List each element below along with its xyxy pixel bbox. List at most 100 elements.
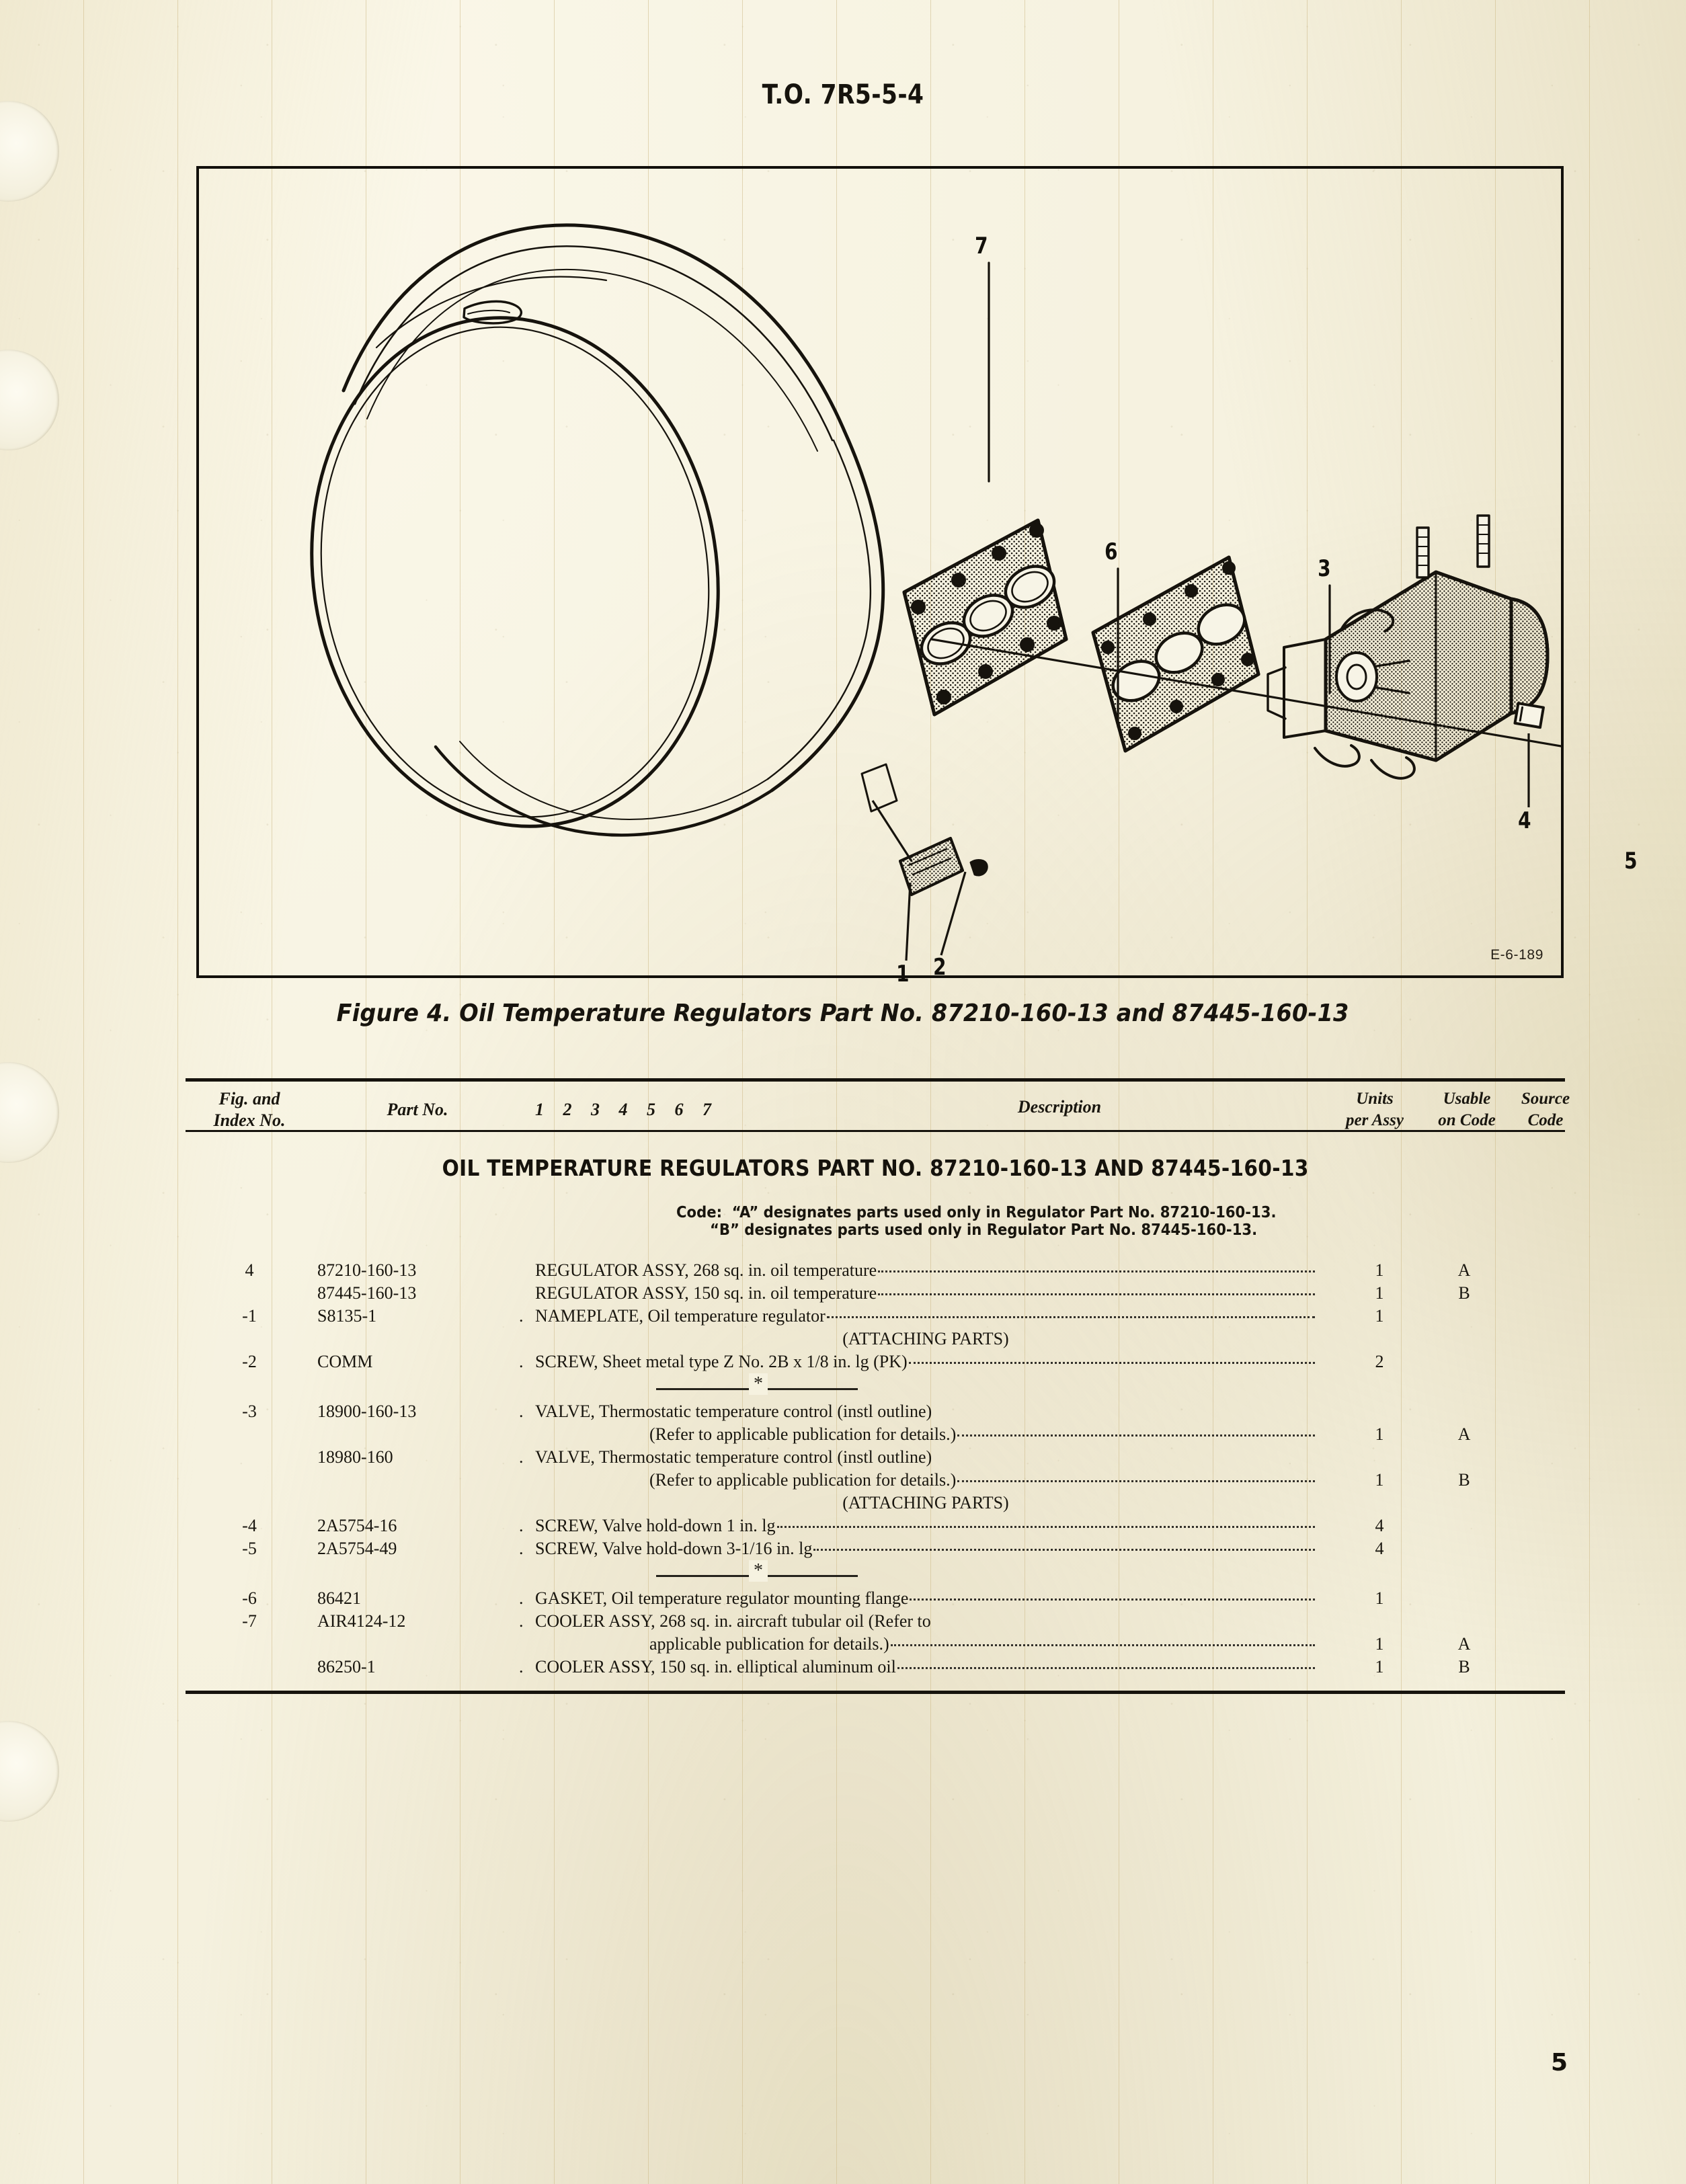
description-text: GASKET, Oil temperature regulator mounti… xyxy=(535,1588,909,1608)
document-number: T.O. 7R5-5-4 xyxy=(762,79,924,110)
column-header-indent-numbers: 1 2 3 4 5 6 7 xyxy=(535,1100,719,1119)
column-header-part-no: Part No. xyxy=(387,1100,448,1119)
separator-asterisk: * xyxy=(749,1373,768,1395)
cell-units-per-assy: 1 xyxy=(1375,1260,1384,1280)
cell-part-number: 86421 xyxy=(317,1588,361,1608)
cell-description: (Refer to applicable publication for det… xyxy=(535,1470,1316,1490)
table-row: -6 86421. GASKET, Oil temperature regulato… xyxy=(186,1588,1565,1611)
dot-leader xyxy=(776,1526,1315,1528)
figure-drawing-code: E-6-189 xyxy=(1490,947,1543,963)
indent-dot: . xyxy=(519,1611,524,1631)
cell-units-per-assy: 2 xyxy=(1375,1352,1384,1371)
indent-dot: . xyxy=(519,1657,524,1676)
dot-leader xyxy=(897,1667,1315,1669)
dot-leader xyxy=(908,1362,1315,1364)
cell-usable-on-code: B xyxy=(1458,1283,1470,1303)
cell-units-per-assy: 1 xyxy=(1375,1657,1384,1676)
separator-asterisk: * xyxy=(749,1560,768,1582)
cell-usable-on-code: B xyxy=(1458,1657,1470,1676)
cell-fig-index: -4 xyxy=(242,1516,257,1535)
table-row: (Refer to applicable publication for det… xyxy=(186,1470,1565,1493)
description-text: NAMEPLATE, Oil temperature regulator xyxy=(535,1306,826,1326)
cell-fig-index: -6 xyxy=(242,1588,257,1608)
figure-callout-6: 6 xyxy=(1105,538,1118,565)
indent-dot: . xyxy=(519,1352,524,1371)
parts-group-title: OIL TEMPERATURE REGULATORS PART NO. 8721… xyxy=(186,1132,1565,1186)
description-text: SCREW, Valve hold-down 1 in. lg xyxy=(535,1516,776,1535)
dot-leader xyxy=(813,1549,1315,1551)
cell-usable-on-code: A xyxy=(1457,1260,1471,1280)
indent-dot: . xyxy=(519,1402,524,1421)
cell-part-number: COMM xyxy=(317,1352,373,1371)
cell-fig-index: -3 xyxy=(242,1402,257,1421)
cell-part-number: 87445-160-13 xyxy=(317,1283,417,1303)
cell-description: (Refer to applicable publication for det… xyxy=(535,1424,1316,1445)
cell-description: . GASKET, Oil temperature regulator mount… xyxy=(519,1588,1316,1609)
cell-part-number: 18980-160 xyxy=(317,1447,393,1467)
column-header-description: Description xyxy=(1017,1097,1102,1117)
cell-units-per-assy: 1 xyxy=(1375,1283,1384,1303)
cell-units-per-assy: 1 xyxy=(1375,1306,1384,1326)
indent-dot: . xyxy=(519,1539,524,1558)
indent-dot: . xyxy=(519,1447,524,1467)
figure-illustration-box: 7 6 3 5 4 1 2 E-6-189 xyxy=(196,166,1638,987)
cell-description: REGULATOR ASSY, 268 sq. in. oil temperat… xyxy=(535,1260,1316,1281)
cell-units-per-assy: 1 xyxy=(1375,1470,1384,1490)
dot-leader xyxy=(878,1270,1315,1272)
cell-description: .COOLER ASSY, 268 sq. in. aircraft tubul… xyxy=(519,1611,1316,1631)
description-text: REGULATOR ASSY, 268 sq. in. oil temperat… xyxy=(535,1260,877,1280)
cell-description: .VALVE, Thermostatic temperature control… xyxy=(519,1402,1316,1422)
table-header-rule xyxy=(186,1130,1565,1132)
page-number: 5 xyxy=(1550,2049,1568,2076)
cell-fig-index: -1 xyxy=(242,1306,257,1326)
attaching-parts-text: (ATTACHING PARTS) xyxy=(842,1493,1009,1512)
dot-leader xyxy=(957,1434,1315,1437)
figure-caption-text: Figure 4. Oil Temperature Regulators Par… xyxy=(337,1000,1349,1027)
dot-leader xyxy=(878,1293,1315,1295)
cell-description: . SCREW, Valve hold-down 1 in. lg xyxy=(519,1516,1316,1536)
attaching-parts-text: (ATTACHING PARTS) xyxy=(842,1329,1009,1348)
indent-dot: . xyxy=(519,1306,524,1326)
cell-units-per-assy: 4 xyxy=(1375,1516,1384,1535)
cell-description: .VALVE, Thermostatic temperature control… xyxy=(519,1447,1316,1467)
figure-callout-1: 1 xyxy=(896,961,910,987)
description-text: COOLER ASSY, 150 sq. in. elliptical alum… xyxy=(535,1657,896,1676)
cell-part-number: 2A5754-16 xyxy=(317,1516,397,1535)
cell-units-per-assy: 1 xyxy=(1375,1634,1384,1654)
column-header-usable-on-code: Usable on Code xyxy=(1438,1090,1496,1129)
column-header-units-per-assy: Units per Assy xyxy=(1346,1090,1404,1129)
cell-description: applicable publication for details.) xyxy=(535,1634,1316,1654)
exploded-view-drawing xyxy=(310,223,1561,961)
code-legend: Code: “A” designates parts used only in … xyxy=(186,1186,1565,1250)
table-row: 87445-160-13 REGULATOR ASSY, 150 sq. in. … xyxy=(186,1283,1565,1306)
cell-fig-index: -7 xyxy=(242,1611,257,1631)
cell-units-per-assy: 1 xyxy=(1375,1588,1384,1608)
description-text: SCREW, Sheet metal type Z No. 2B x 1/8 i… xyxy=(535,1352,908,1371)
table-row: (Refer to applicable publication for det… xyxy=(186,1424,1565,1447)
cell-description: REGULATOR ASSY, 150 sq. in. oil temperat… xyxy=(535,1283,1316,1303)
figure-callout-2: 2 xyxy=(933,954,947,981)
code-legend-line-b: “B” designates parts used only in Regula… xyxy=(710,1221,1258,1239)
cell-part-number: AIR4124-12 xyxy=(317,1611,406,1631)
code-legend-line-a: Code: “A” designates parts used only in … xyxy=(676,1204,1277,1221)
description-text: REGULATOR ASSY, 150 sq. in. oil temperat… xyxy=(535,1283,877,1303)
table-bottom-rule xyxy=(186,1691,1565,1694)
figure-callout-5: 5 xyxy=(1624,848,1638,875)
figure-callout-4: 4 xyxy=(1518,807,1531,834)
parts-group-title-text: OIL TEMPERATURE REGULATORS PART NO. 8721… xyxy=(442,1155,1309,1181)
section-separator: * xyxy=(186,1373,1565,1402)
cell-usable-on-code: B xyxy=(1458,1470,1470,1490)
cell-description: . SCREW, Sheet metal type Z No. 2B x 1/8 … xyxy=(519,1352,1316,1372)
cell-description: . COOLER ASSY, 150 sq. in. elliptical alu… xyxy=(519,1657,1316,1677)
table-row: 18980-160 .VALVE, Thermostatic temperatur… xyxy=(186,1447,1565,1470)
parts-table: Fig. and Index No. Part No. 1 2 3 4 5 6 … xyxy=(186,1078,1570,1694)
indent-dot: . xyxy=(519,1516,524,1535)
cell-fig-index: -2 xyxy=(242,1352,257,1371)
indent-dot: . xyxy=(519,1588,524,1608)
